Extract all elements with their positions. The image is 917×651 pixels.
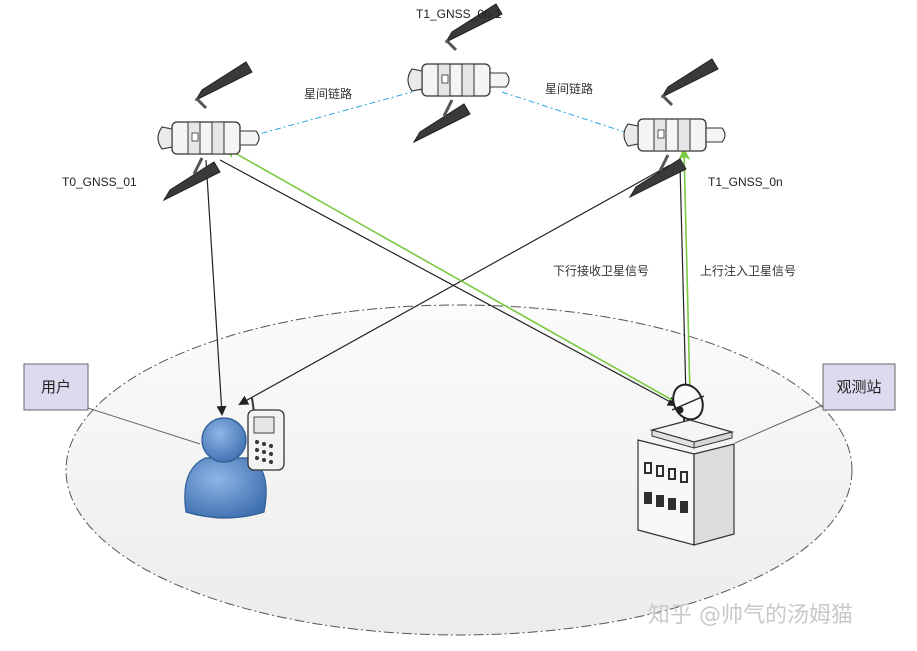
observation-station-building (637, 383, 735, 546)
user-leader-line (87, 407, 201, 445)
isl-right-label: 星间链路 (545, 81, 593, 96)
station-label-box (822, 363, 896, 411)
watermark-text: 知乎 @帅气的汤姆猫 (648, 603, 853, 628)
uplink-label: 上行注入卫星信号 (700, 263, 796, 278)
isl-left-label: 星间链路 (304, 86, 352, 101)
coverage-area (65, 304, 853, 636)
downlink-left-to-station (219, 159, 678, 406)
satellite-icon (406, 2, 511, 144)
station-label: 观测站 (836, 378, 881, 396)
satellite-label-top: T1_GNSS_0n-1 (416, 7, 502, 21)
uplink-station-to-right (678, 148, 691, 397)
user-person-icon (184, 417, 267, 519)
downlink-right-to-station (679, 164, 691, 400)
uplink-station-to-left (224, 147, 673, 401)
downlink-left-to-user (205, 159, 227, 416)
satellite-icon (156, 60, 261, 202)
mobile-phone-icon (247, 397, 285, 471)
station-leader-line (734, 404, 824, 444)
downlink-right-to-user (238, 164, 671, 405)
isl-left-line (247, 91, 413, 138)
user-label-box (23, 363, 89, 411)
user-label: 用户 (41, 378, 71, 396)
satellite-label-right: T1_GNSS_0n (708, 175, 783, 189)
isl-right-line (501, 91, 641, 138)
satellite-label-left: T0_GNSS_01 (62, 175, 137, 189)
downlink-label: 下行接收卫星信号 (553, 263, 649, 278)
